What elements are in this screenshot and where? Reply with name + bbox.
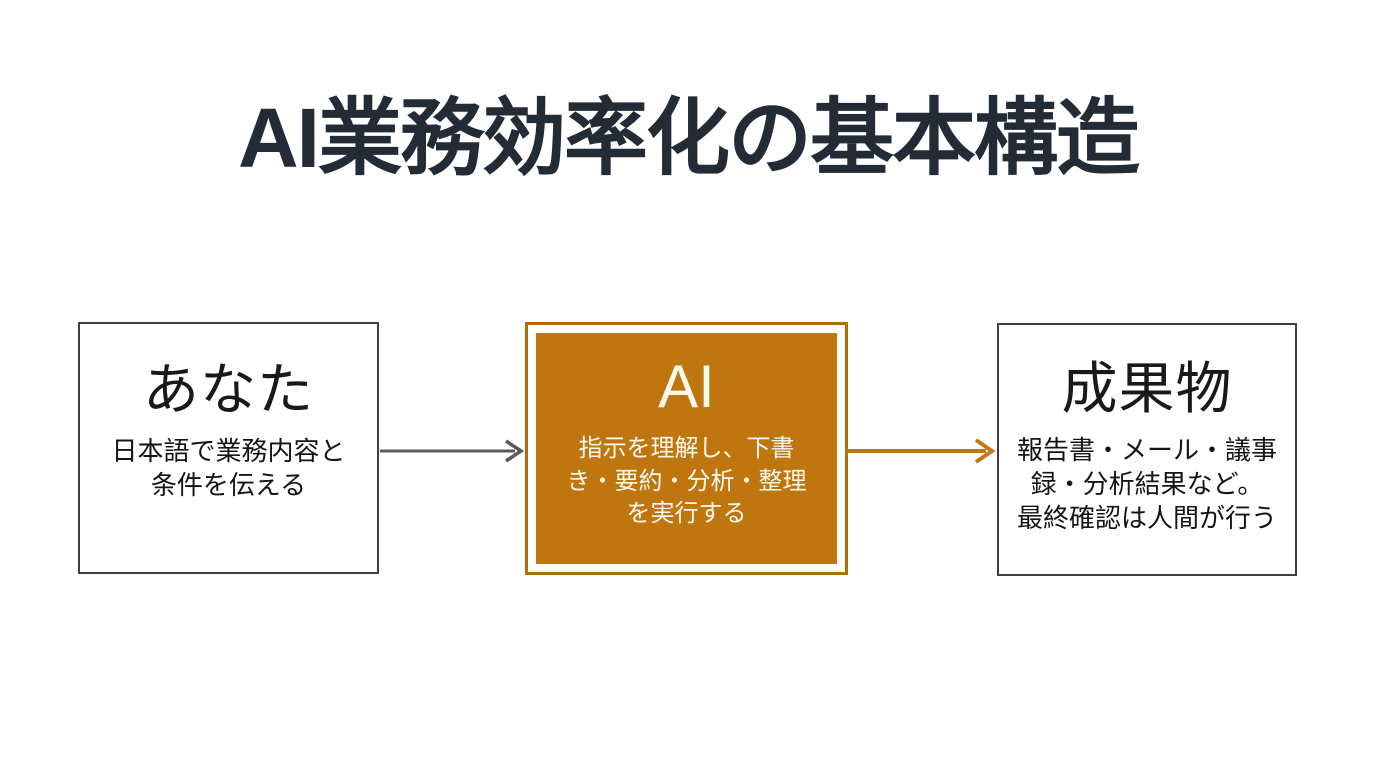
- arrow-ai-to-deliverables-head: [974, 438, 996, 464]
- node-deliverables-description: 報告書・メール・議事 録・分析結果など。 最終確認は人間が行う: [1016, 435, 1277, 533]
- node-deliverables-title: 成果物: [1061, 357, 1233, 420]
- node-you-title: あなた: [143, 358, 314, 421]
- node-you: あなた 日本語で業務内容と 条件を伝える: [78, 322, 379, 574]
- node-ai-description: 指示を理解し、下書 き・要約・分析・整理 を実行する: [566, 435, 807, 528]
- node-ai-title: AI: [658, 353, 715, 420]
- node-ai-fill: AI 指示を理解し、下書 き・要約・分析・整理 を実行する: [536, 333, 837, 564]
- arrow-you-to-ai-head: [505, 439, 525, 463]
- arrow-you-to-ai: [380, 439, 525, 463]
- node-you-description: 日本語で業務内容と 条件を伝える: [111, 436, 346, 500]
- node-ai: AI 指示を理解し、下書 き・要約・分析・整理 を実行する: [525, 322, 848, 575]
- arrow-ai-to-deliverables: [847, 438, 996, 464]
- node-deliverables: 成果物 報告書・メール・議事 録・分析結果など。 最終確認は人間が行う: [997, 323, 1297, 576]
- page-title: AI業務効率化の基本構造: [237, 91, 1140, 185]
